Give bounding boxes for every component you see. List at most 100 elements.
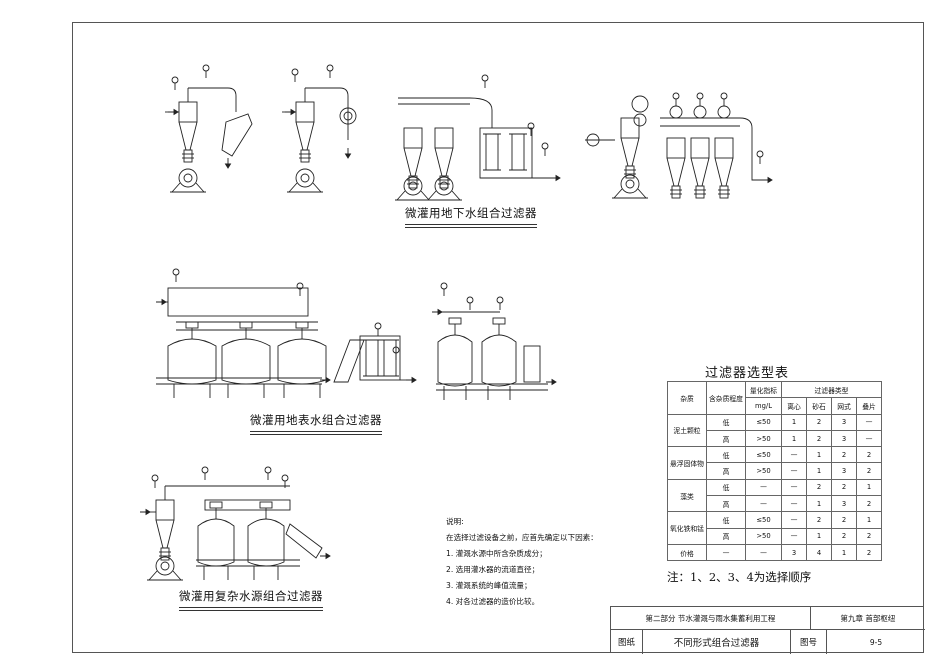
valve <box>633 113 647 127</box>
cyclone-collector <box>300 149 310 163</box>
rank-cell: — <box>856 413 882 431</box>
pump-support <box>613 188 647 199</box>
title-block-part: 第二部分 节水灌溉与雨水集蓄利用工程 <box>611 607 811 630</box>
level-cell: 低 <box>706 511 746 529</box>
rank-cell: 1 <box>856 511 882 529</box>
rank-cell: 1 <box>806 446 832 464</box>
rank-cell: 2 <box>831 511 857 529</box>
rank-cell: 1 <box>781 413 807 431</box>
rank-cell: 2 <box>806 511 832 529</box>
title-block-drawing-name: 不同形式组合过滤器 <box>643 630 791 654</box>
notes-item: 4. 对各过滤器的造价比较。 <box>446 597 540 606</box>
rank-cell: 2 <box>856 543 882 562</box>
cyclone-cone <box>666 157 686 187</box>
pump-impeller <box>439 181 449 191</box>
level-cell: 低 <box>706 413 746 431</box>
pump-impeller <box>625 179 635 189</box>
rank-cell: — <box>781 462 807 480</box>
notes-title: 说明: <box>446 517 464 526</box>
screen-filter-body <box>485 133 499 171</box>
cyclone-collector <box>625 165 635 179</box>
cyclone-cone <box>403 147 423 177</box>
cyclone-body <box>178 101 198 123</box>
upper-header <box>204 499 291 511</box>
pressure-gauge <box>202 64 210 72</box>
disc-filter-core <box>343 111 353 121</box>
cyclone-body <box>434 127 454 149</box>
rank-cell: 2 <box>856 495 882 513</box>
pump-housing <box>155 556 175 576</box>
flow-arrow <box>285 108 296 116</box>
header-impurity: 杂质 <box>667 381 707 415</box>
rank-cell: 2 <box>806 478 832 497</box>
notes-item: 3. 灌溉系统的峰值流量； <box>446 581 532 590</box>
pressure-gauge <box>466 296 474 304</box>
explanation-notes: 说明: 在选择过滤设备之前，应首先确定以下因素： 1. 灌溉水源中所含杂质成分；… <box>446 514 598 610</box>
caption-surface-water: 微灌用地表水组合过滤器 <box>250 412 382 435</box>
pump-impeller <box>408 181 418 191</box>
level-cell: 低 <box>706 446 746 464</box>
pipe-bend <box>227 87 237 112</box>
rank-cell: 1 <box>806 527 832 545</box>
level-cell: 高 <box>706 527 746 545</box>
rank-cell: 3 <box>831 462 857 480</box>
sand-filter-tank <box>221 338 271 385</box>
rank-cell: 4 <box>806 543 832 562</box>
pressure-gauge <box>171 76 179 84</box>
header-type: 网式 <box>831 397 857 415</box>
flow-arrow <box>224 158 232 169</box>
impurity-cell: 氧化铁和锰 <box>667 511 707 545</box>
cyclone-body <box>295 101 315 123</box>
tank-valve <box>492 317 506 325</box>
header-type: 叠片 <box>856 397 882 415</box>
cyclone-cone <box>178 121 198 151</box>
rank-cell: 2 <box>831 446 857 464</box>
value-cell: — <box>745 478 782 497</box>
pressure-gauge <box>374 322 382 330</box>
rank-cell: — <box>781 527 807 545</box>
cyclone-collector <box>439 175 449 189</box>
value-cell: ≤50 <box>745 511 782 529</box>
rank-cell: 3 <box>831 429 857 448</box>
header-type: 砂石 <box>806 397 832 415</box>
flow-arrow <box>546 378 557 386</box>
impurity-cell: 价格 <box>667 543 707 562</box>
cyclone-collector <box>719 185 729 199</box>
pump-housing <box>295 168 315 188</box>
pressure-gauge <box>264 466 272 474</box>
cyclone-collector <box>408 175 418 189</box>
value-cell: >50 <box>745 429 782 448</box>
notes-item: 2. 选用灌水器的流道直径； <box>446 565 540 574</box>
pump-support <box>396 190 430 201</box>
cyclone-collector <box>695 185 705 199</box>
pump-support <box>171 182 205 193</box>
cyclone-cone <box>714 157 734 187</box>
pressure-gauge <box>281 474 289 482</box>
flow-arrow <box>406 376 417 384</box>
sand-filter-tank <box>197 518 235 567</box>
rank-cell: 3 <box>831 495 857 513</box>
tank-valve <box>448 317 462 325</box>
filter-selection-table: 杂质 含杂质程度 量化指标 过滤器类型 mg/L 离心 砂石 网式 叠片 泥土颗… <box>667 380 882 562</box>
rank-cell: 2 <box>856 527 882 545</box>
table-note: 注：1、2、3、4为选择顺序 <box>667 570 812 584</box>
inclined-screen <box>333 339 365 383</box>
rank-cell: 2 <box>806 413 832 431</box>
header-quantity: 量化指标 <box>745 380 782 399</box>
screen-filter-body <box>383 339 397 377</box>
impurity-cell: 泥土颗粒 <box>667 413 707 448</box>
cyclone-body <box>666 137 686 159</box>
cyclone-cone <box>295 121 315 151</box>
flow-arrow <box>344 148 352 159</box>
level-cell: 低 <box>706 478 746 497</box>
pressure-gauge <box>481 74 489 82</box>
title-block-chapter: 第九章 首部枢纽 <box>811 607 925 630</box>
pump-support <box>148 570 182 581</box>
pressure-gauge <box>496 296 504 304</box>
pump-impeller <box>183 173 193 183</box>
cyclone-collector <box>183 149 193 163</box>
flow-arrow <box>550 174 561 182</box>
flow-arrow <box>140 508 151 516</box>
